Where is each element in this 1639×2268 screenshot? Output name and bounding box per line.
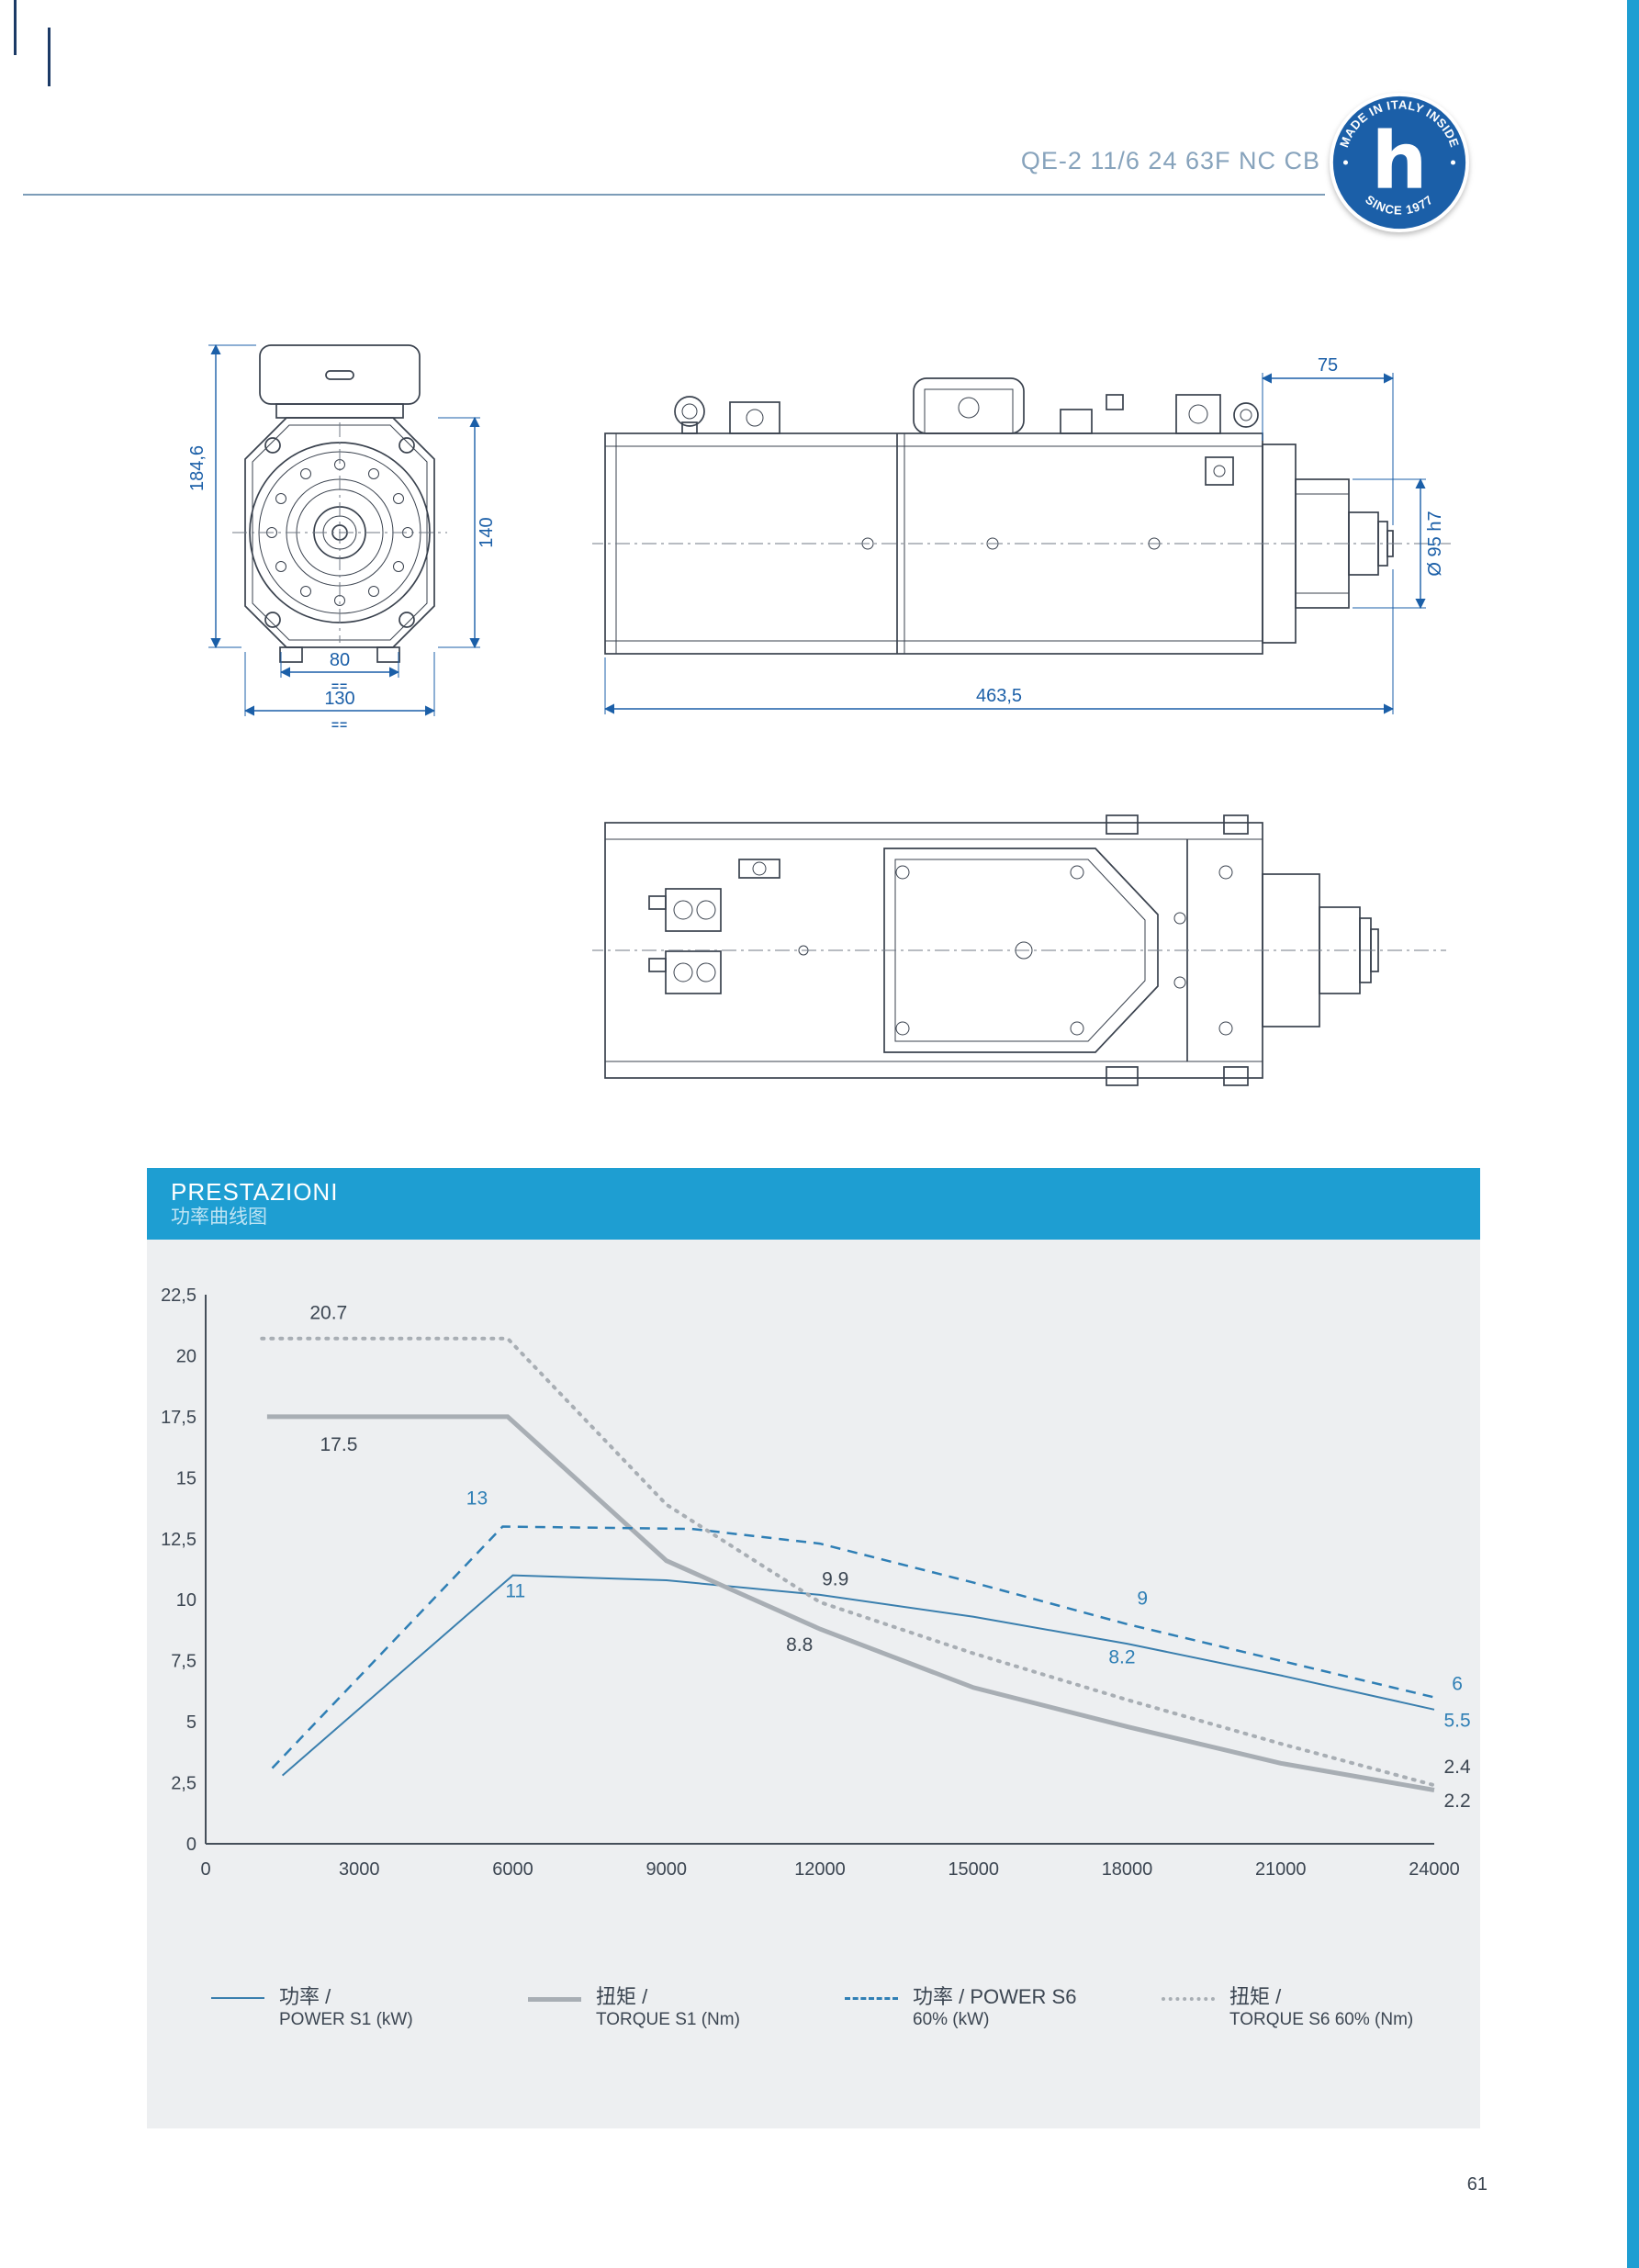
page-number: 61 bbox=[1466, 2174, 1487, 2195]
side-view-dimensions: 75 Ø 95 h7 463,5 bbox=[603, 355, 1445, 714]
value-label: 17.5 bbox=[320, 1434, 358, 1455]
value-label: 13 bbox=[466, 1488, 488, 1510]
crop-mark bbox=[48, 28, 51, 86]
x-tick-label: 24000 bbox=[1409, 1859, 1460, 1880]
series-torque-s6-60-nm bbox=[260, 1336, 1436, 1788]
motor-side-outline bbox=[592, 377, 1451, 655]
value-label: 8.8 bbox=[786, 1634, 813, 1656]
y-tick-label: 2,5 bbox=[171, 1774, 196, 1794]
dim-130: 130 bbox=[324, 689, 354, 709]
y-tick-label: 20 bbox=[176, 1346, 196, 1366]
dim-75: 75 bbox=[1318, 355, 1338, 376]
legend-swatch-torque-s6 bbox=[1162, 1997, 1215, 2001]
legend-swatch-torque-s1 bbox=[528, 1997, 581, 2002]
value-label: 2.2 bbox=[1443, 1791, 1470, 1812]
legend-label-zh: 扭矩 / bbox=[1229, 1985, 1282, 2008]
header-rule bbox=[23, 194, 1325, 196]
made-in-italy-badge-icon: MADE IN ITALY INSIDE SINCE 1977 h bbox=[1329, 92, 1470, 233]
symmetry-mark: == bbox=[331, 679, 348, 693]
performance-header-bar: PRESTAZIONI 功率曲线图 bbox=[147, 1168, 1480, 1240]
legend-label-zh: 功率 / bbox=[279, 1985, 331, 2008]
legend-label-en: 60% (kW) bbox=[913, 2010, 990, 2030]
page-edge-bar bbox=[1627, 0, 1639, 2268]
y-tick-label: 12,5 bbox=[161, 1530, 196, 1550]
x-tick-label: 0 bbox=[200, 1859, 210, 1880]
performance-panel: PRESTAZIONI 功率曲线图 0 2,5 5 7,5 10 12,5 15 17,5 20… bbox=[147, 1168, 1480, 2128]
motor-top-outline bbox=[592, 814, 1446, 1086]
y-tick-label: 22,5 bbox=[161, 1286, 196, 1306]
crop-mark bbox=[14, 0, 17, 55]
y-tick-label: 15 bbox=[176, 1468, 196, 1488]
legend-power-s6: 功率 / POWER S6 60% (kW) bbox=[845, 1985, 1162, 2031]
x-tick-label: 9000 bbox=[646, 1859, 688, 1880]
chart-legend: 功率 / POWER S1 (kW) 扭矩 / TORQUE S1 (Nm) 功… bbox=[211, 1985, 1413, 2031]
page-title: QE-2 11/6 24 63F NC CB bbox=[1020, 147, 1320, 174]
y-tick-label: 0 bbox=[186, 1835, 196, 1855]
legend-swatch-power-s1 bbox=[211, 1997, 264, 1999]
front-view-dimensions: 184,6 140 80 == 130 == bbox=[188, 343, 497, 732]
legend-label-en: TORQUE S1 (Nm) bbox=[596, 2010, 740, 2030]
motor-front-outline bbox=[232, 344, 447, 663]
y-tick-label: 17,5 bbox=[161, 1408, 196, 1428]
x-tick-label: 12000 bbox=[794, 1859, 846, 1880]
performance-subtitle-zh: 功率曲线图 bbox=[171, 1206, 267, 1228]
legend-label-zh: 扭矩 / bbox=[596, 1985, 648, 2008]
value-label: 20.7 bbox=[309, 1303, 347, 1324]
series-power-s1-kw bbox=[281, 1574, 1435, 1777]
value-label: 11 bbox=[505, 1581, 525, 1602]
x-tick-label: 15000 bbox=[948, 1859, 999, 1880]
dim-463-5: 463,5 bbox=[976, 686, 1022, 706]
symmetry-mark: == bbox=[331, 717, 348, 732]
x-tick-label: 6000 bbox=[492, 1859, 533, 1880]
legend-power-s1: 功率 / POWER S1 (kW) bbox=[211, 1985, 528, 2031]
series-power-s6-60-kw bbox=[271, 1525, 1435, 1769]
value-label: 5.5 bbox=[1443, 1710, 1470, 1731]
performance-title: PRESTAZIONI bbox=[171, 1177, 339, 1206]
legend-label-zh: 功率 / POWER S6 bbox=[913, 1985, 1077, 2008]
y-tick-label: 7,5 bbox=[171, 1652, 196, 1672]
x-tick-label: 3000 bbox=[339, 1859, 380, 1880]
badge-monogram: h bbox=[1371, 115, 1427, 207]
value-label: 9.9 bbox=[822, 1568, 848, 1589]
value-label: 2.4 bbox=[1443, 1757, 1471, 1778]
value-label: 6 bbox=[1452, 1674, 1463, 1695]
value-label: 9 bbox=[1137, 1589, 1148, 1610]
dim-80: 80 bbox=[330, 650, 350, 670]
dim-140: 140 bbox=[477, 517, 497, 547]
series-torque-s1-nm bbox=[266, 1414, 1435, 1792]
side-view-drawing: 75 Ø 95 h7 463,5 bbox=[592, 355, 1451, 714]
performance-chart: 0 2,5 5 7,5 10 12,5 15 17,5 20 22,5 0 3000 6000 9000 1… bbox=[161, 1286, 1471, 1880]
dim-diameter-95h7: Ø 95 h7 bbox=[1425, 511, 1445, 576]
dim-184-6: 184,6 bbox=[188, 445, 208, 491]
legend-label-en: TORQUE S6 60% (Nm) bbox=[1229, 2010, 1414, 2030]
legend-swatch-power-s6 bbox=[845, 1997, 898, 2000]
top-view-drawing bbox=[592, 814, 1446, 1086]
value-label: 8.2 bbox=[1108, 1646, 1135, 1667]
front-view-drawing: 184,6 140 80 == 130 == bbox=[188, 343, 497, 732]
legend-torque-s1: 扭矩 / TORQUE S1 (Nm) bbox=[528, 1985, 845, 2031]
legend-label-en: POWER S1 (kW) bbox=[279, 2010, 413, 2030]
x-tick-label: 21000 bbox=[1255, 1859, 1307, 1880]
x-tick-label: 18000 bbox=[1102, 1859, 1153, 1880]
y-tick-label: 5 bbox=[186, 1712, 196, 1733]
legend-torque-s6: 扭矩 / TORQUE S6 60% (Nm) bbox=[1162, 1985, 1413, 2031]
y-tick-label: 10 bbox=[176, 1590, 196, 1611]
